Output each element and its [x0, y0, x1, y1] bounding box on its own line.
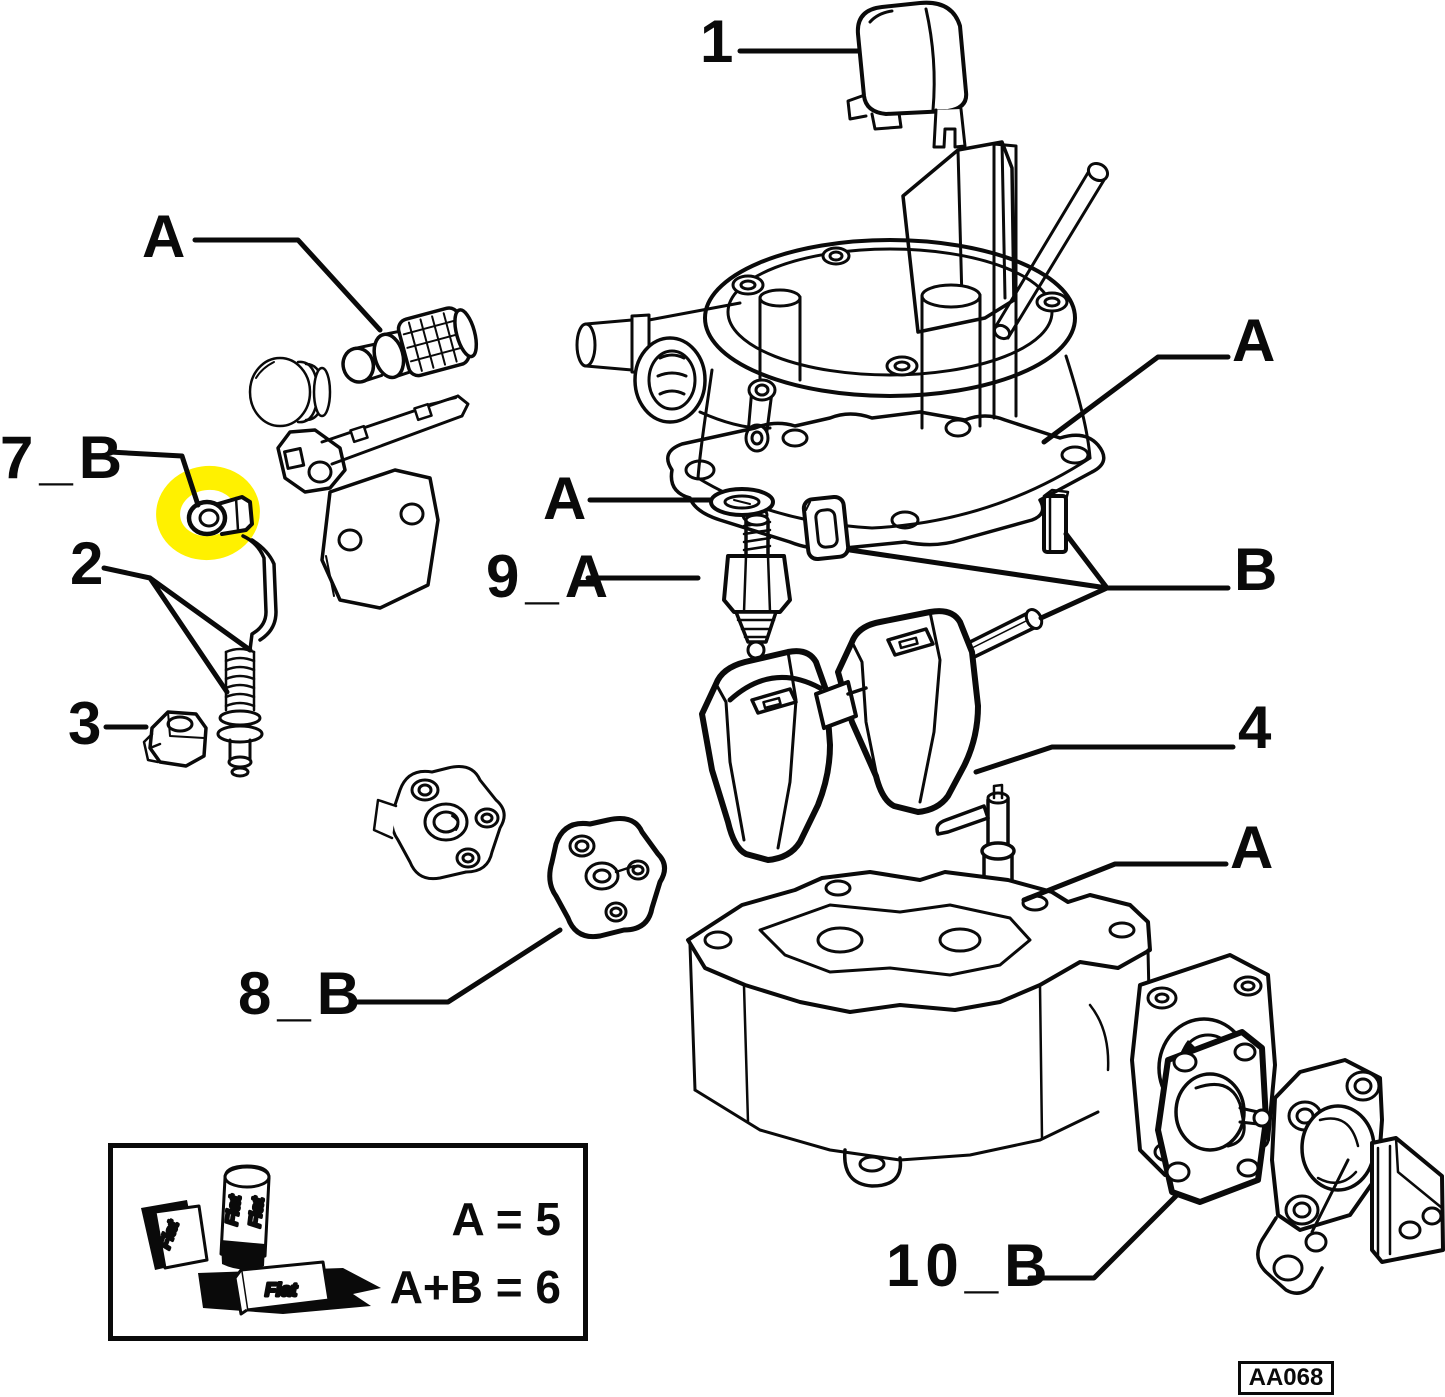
part-float	[699, 608, 981, 863]
callout-9a: 9_A	[486, 543, 614, 610]
fiat-packages-illustration: Fiat Fiat Fiat Fiat	[141, 1164, 381, 1316]
callout-a-pump: A	[1230, 814, 1279, 881]
callout-8b: 8_B	[238, 960, 366, 1027]
legend-box: Fiat Fiat Fiat Fiat A = 5 A+B = 6	[108, 1143, 588, 1341]
part-fuel-filter	[341, 306, 479, 384]
callout-b: B	[1234, 536, 1283, 603]
callout-3: 3	[68, 690, 107, 757]
part-rod-spring	[216, 534, 278, 778]
part-clip	[142, 710, 208, 768]
callout-1: 1	[700, 8, 739, 75]
part-slotted-plug	[801, 494, 851, 562]
part-sleeve	[1042, 488, 1070, 554]
callout-2: 2	[70, 530, 109, 597]
part-pump-valve	[935, 783, 1016, 893]
part-plate	[320, 468, 440, 610]
drawing-code: AA068	[1248, 1364, 1324, 1391]
part-lever-shaft	[276, 394, 470, 494]
callout-labels: 1 A 7_B 2 3 A 9_A A B 4 A 8_B 10_B	[0, 8, 1283, 1299]
part-cover-cap	[846, 0, 969, 149]
part-dome-plug	[248, 356, 332, 428]
leader-lines	[101, 48, 1236, 1281]
fiat-brand-left-box: Fiat	[157, 1218, 183, 1251]
part-flange-small	[372, 765, 506, 881]
legend-formula-ab: A+B = 6	[389, 1261, 561, 1313]
part-top-cover	[575, 140, 1110, 551]
legend-formula-a: A = 5	[451, 1193, 561, 1245]
part-needle-valve	[722, 513, 792, 660]
callout-4: 4	[1238, 694, 1277, 761]
part-diaphragm	[1155, 1029, 1272, 1205]
callout-a-gasket: A	[1232, 307, 1281, 374]
svg-text:Fiat: Fiat	[245, 1195, 268, 1229]
callout-10b: 10_B	[886, 1232, 1053, 1299]
part-washer-mid	[709, 487, 775, 517]
part-pump-cover	[1256, 1058, 1445, 1295]
part-bushing-plug	[186, 495, 254, 537]
callout-a-washer: A	[543, 465, 592, 532]
fiat-brand-right-box: Fiat	[265, 1280, 298, 1300]
part-flange-8	[547, 816, 667, 940]
fiat-brand-cylinder: Fiat	[222, 1193, 245, 1227]
drawing-code-box: AA068	[1238, 1361, 1334, 1395]
callout-7b: 7_B	[0, 424, 128, 491]
callout-a-filter: A	[142, 203, 191, 270]
